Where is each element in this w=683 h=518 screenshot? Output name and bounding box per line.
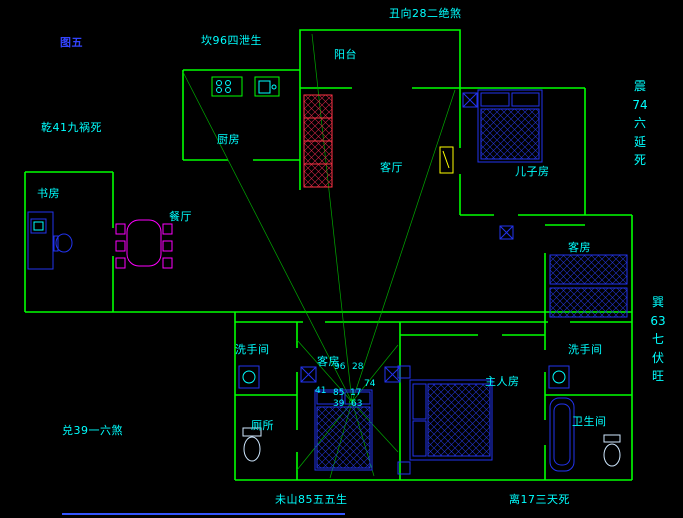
compass-number-63: 63 — [351, 399, 363, 409]
bed-son-room — [477, 89, 543, 163]
room-label-guest-center: 客房 — [317, 355, 340, 368]
annotation-right-lower-line: 旺 — [651, 369, 664, 383]
room-label-bathroom: 卫生间 — [572, 415, 607, 428]
dining-table — [115, 219, 173, 269]
bathtub-icon — [549, 397, 575, 472]
compass-number-74: 74 — [364, 379, 376, 389]
annotation-right-lower-line: 伏 — [651, 350, 664, 365]
room-label-master-room: 主人房 — [485, 375, 520, 388]
annotation-bottom-center: 未山85五五生 — [275, 493, 348, 506]
basin-right-icon — [548, 365, 570, 389]
figure-label: 图五 — [60, 36, 83, 49]
room-label-guest-right: 客房 — [568, 241, 591, 254]
room-label-washroom-left: 洗手间 — [235, 343, 270, 356]
annotation-top-left: 坎96四泄生 — [201, 34, 262, 47]
compass-number-28: 28 — [352, 362, 364, 372]
room-label-son-room: 儿子房 — [515, 165, 550, 178]
annotation-mid-left: 乾41九祸死 — [41, 121, 102, 134]
annotation-right-lower-line: 七 — [651, 332, 664, 346]
study-desk — [27, 211, 73, 270]
toilet-left-icon — [242, 427, 262, 462]
toilet-right-icon — [603, 434, 621, 467]
annotation-right-upper-line: 震 — [633, 79, 646, 93]
compass-number-17: 17 — [350, 388, 362, 398]
kitchen-sink-icon — [254, 76, 280, 97]
room-label-study: 书房 — [37, 187, 60, 200]
compass-number-96: 96 — [334, 362, 346, 372]
room-label-living-room: 客厅 — [380, 161, 403, 174]
compass-number-41: 41 — [315, 386, 327, 396]
basin-left-icon — [238, 365, 260, 389]
tv-cabinet — [439, 146, 454, 174]
room-label-washroom-right: 洗手间 — [568, 343, 603, 356]
annotation-lower-left: 兑39一六煞 — [62, 424, 123, 437]
compass-number-85: 85 — [333, 388, 345, 398]
annotation-top-center: 丑向28二绝煞 — [389, 7, 462, 20]
annotation-bottom-right: 离17三天死 — [509, 493, 570, 506]
bed-center-room — [314, 389, 373, 471]
annotation-right-upper: 震 74 六 延 死 — [627, 77, 653, 170]
room-label-toilet: 厕所 — [251, 419, 274, 432]
annotation-right-upper-line: 六 — [633, 116, 646, 130]
stove-icon — [211, 76, 243, 97]
walls — [24, 29, 633, 481]
sofa — [303, 94, 333, 188]
compass-number-39: 39 — [333, 399, 345, 409]
bed-master-room — [397, 365, 493, 475]
beds-guest-room — [549, 254, 628, 318]
annotation-right-lower: 巽 63 七 伏 旺 — [645, 293, 671, 386]
annotation-right-upper-line: 74 — [632, 97, 648, 112]
annotation-right-lower-line: 巽 — [651, 295, 664, 309]
column-markers — [300, 92, 514, 383]
annotation-right-lower-line: 63 — [650, 313, 666, 328]
annotation-right-upper-line: 延 — [633, 134, 646, 149]
annotation-right-upper-line: 死 — [633, 153, 646, 167]
room-label-balcony: 阳台 — [334, 48, 357, 61]
room-label-kitchen: 厨房 — [217, 133, 240, 146]
room-label-dining: 餐厅 — [169, 210, 192, 223]
